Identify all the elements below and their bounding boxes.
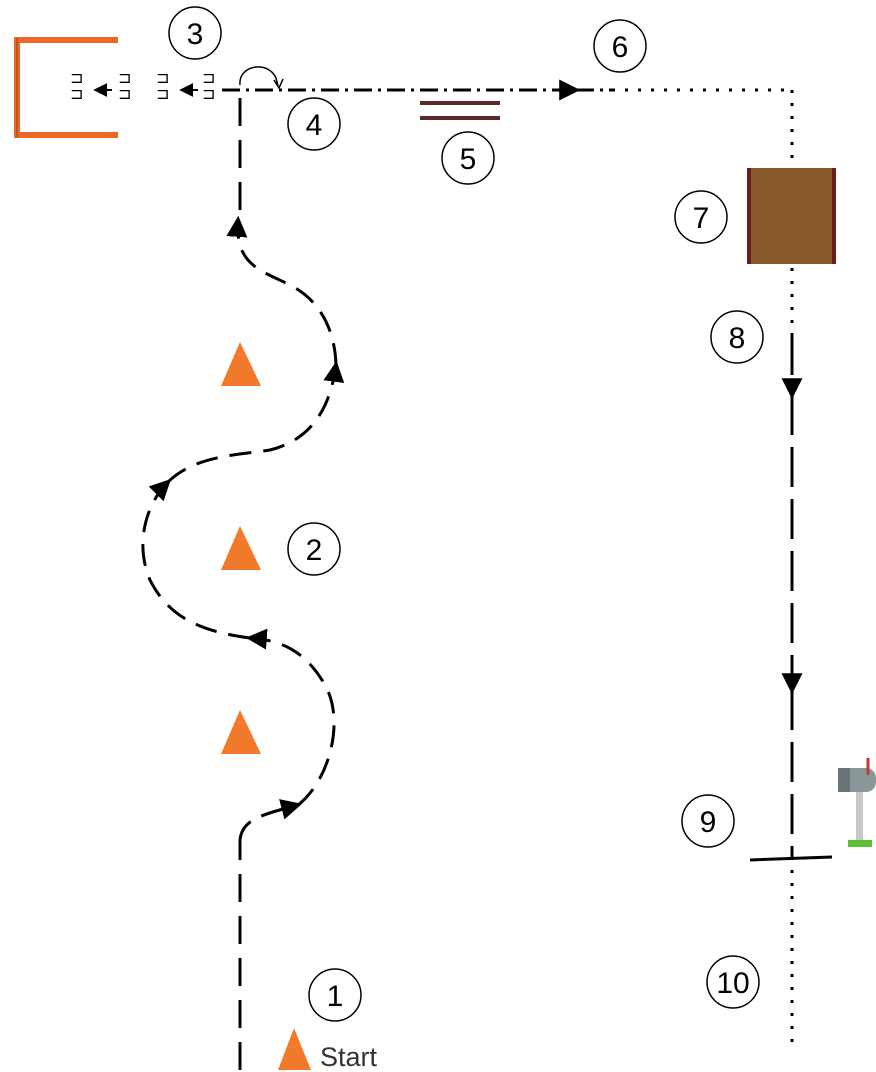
traffic-cone-icon bbox=[278, 1028, 311, 1070]
station-marker: 9 bbox=[681, 794, 735, 848]
station-number: 7 bbox=[693, 202, 710, 235]
station-marker: 1 bbox=[308, 968, 362, 1022]
traffic-cone-icon bbox=[221, 342, 261, 386]
mailbox-icon bbox=[838, 758, 876, 847]
svg-text:⊐: ⊐ bbox=[70, 84, 83, 103]
station-number: 10 bbox=[716, 967, 749, 1000]
traffic-cone-icon bbox=[221, 526, 261, 570]
station-number: 9 bbox=[700, 806, 717, 839]
station-marker: 8 bbox=[710, 310, 764, 364]
station-number: 4 bbox=[306, 109, 323, 142]
turn-arrow-icon bbox=[239, 66, 284, 90]
station-number: 2 bbox=[306, 534, 323, 567]
wooden-box-icon bbox=[747, 168, 836, 264]
svg-text:⊐: ⊐ bbox=[156, 68, 169, 87]
svg-text:⊐: ⊐ bbox=[118, 68, 131, 87]
station-number: 8 bbox=[729, 322, 746, 355]
traffic-cone-icon bbox=[221, 710, 261, 754]
station-number: 3 bbox=[187, 18, 204, 51]
station-number: 6 bbox=[612, 31, 629, 64]
ground-poles-icon bbox=[420, 101, 500, 120]
svg-text:⊐: ⊐ bbox=[118, 84, 131, 103]
station-marker: 7 bbox=[674, 190, 728, 244]
svg-text:⊐: ⊐ bbox=[202, 84, 215, 103]
wind-symbols-icon: ⊐⊐ ⊐⊐ ⊐⊐ ⊐⊐ bbox=[70, 68, 215, 103]
station-marker: 10 bbox=[706, 955, 760, 1009]
start-label: Start bbox=[320, 1042, 378, 1072]
svg-text:⊐: ⊐ bbox=[156, 84, 169, 103]
station-marker: 4 bbox=[287, 97, 341, 151]
course-path bbox=[141, 79, 803, 1070]
station-marker: 2 bbox=[287, 522, 341, 576]
station-number: 5 bbox=[460, 143, 477, 176]
finish-line bbox=[749, 855, 833, 862]
svg-text:⊐: ⊐ bbox=[70, 68, 83, 87]
station-marker: 6 bbox=[593, 19, 647, 73]
station-marker: 5 bbox=[441, 131, 495, 185]
gate-icon bbox=[14, 37, 118, 138]
station-number: 1 bbox=[327, 980, 344, 1013]
station-marker: 3 bbox=[168, 6, 222, 60]
svg-text:⊐: ⊐ bbox=[202, 68, 215, 87]
